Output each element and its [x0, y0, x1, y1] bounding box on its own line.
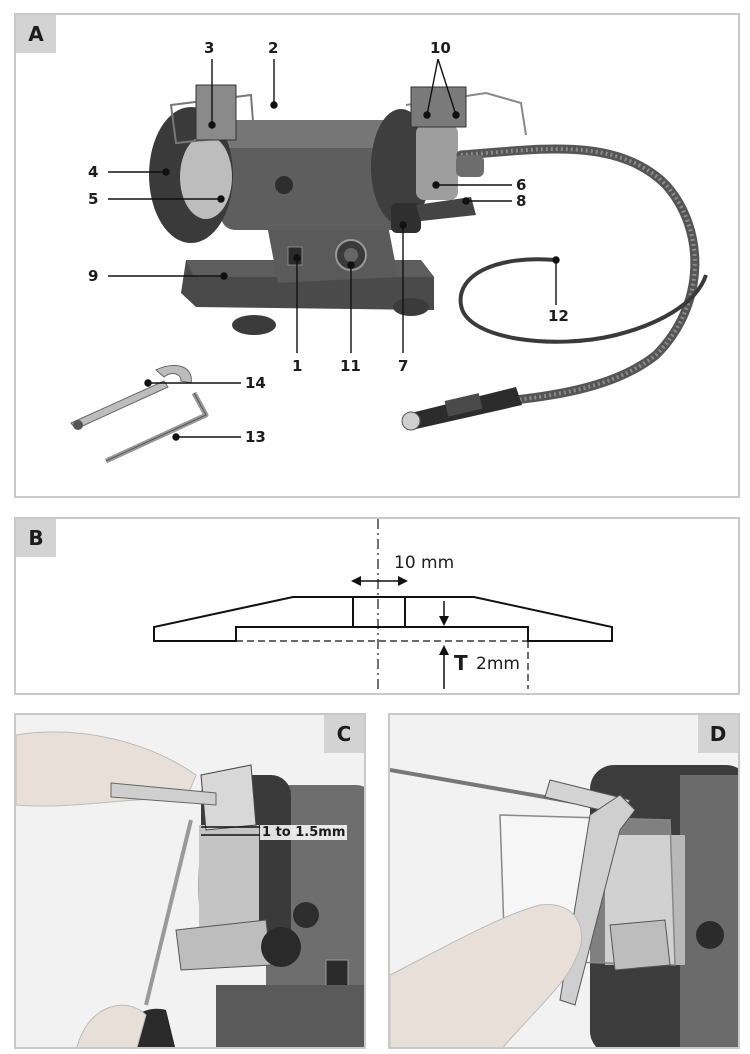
figure-label-b: B: [16, 519, 56, 557]
motor-housing: [680, 775, 738, 1047]
depth-label: 2mm: [476, 654, 520, 674]
pedestal: [266, 215, 398, 283]
tool-rest: [416, 197, 476, 221]
grinder-illustration: [70, 58, 708, 464]
tool-rest: [175, 919, 272, 971]
figure-c-deflector-gap: 1 to 1.5mm C: [14, 713, 366, 1049]
callout-3: 3: [204, 39, 215, 57]
callout-8: 8: [516, 192, 527, 210]
figure-label-d: D: [698, 715, 738, 753]
callout-4: 4: [88, 163, 99, 181]
hand: [76, 1004, 147, 1047]
tool-rest-knob: [391, 203, 421, 233]
callout-14: 14: [245, 374, 266, 392]
callout-7: 7: [398, 357, 409, 375]
right-wheel: [416, 125, 458, 200]
callout-6: 6: [516, 176, 527, 194]
callout-5: 5: [88, 190, 99, 208]
callout-leaders: [108, 58, 560, 441]
callout-13: 13: [245, 428, 266, 446]
width-label: 10 mm: [394, 553, 455, 573]
photo-d: [390, 715, 738, 1047]
spark-deflector: [195, 84, 237, 141]
tool-rest: [609, 919, 671, 971]
wheel-profile: [153, 596, 613, 642]
spark-deflector-right: [410, 86, 467, 128]
flexible-shaft-loop: [458, 257, 708, 344]
screwdriver-shaft: [144, 819, 193, 1006]
figure-label-a: A: [16, 15, 56, 53]
figure-b-wheel-section: B 10 mm T 2mm: [14, 517, 740, 695]
photo-c: [16, 715, 364, 1047]
callout-12: 12: [548, 307, 569, 325]
flexible-shaft-outer: [456, 144, 700, 405]
figure-a-overview: A: [14, 13, 740, 498]
figure-label-c: C: [324, 715, 364, 753]
rubber-foot: [232, 315, 276, 335]
wheel-section-diagram: [153, 519, 613, 693]
hub-bore: [352, 596, 406, 628]
callout-10: 10: [430, 39, 451, 57]
gap-label: 1 to 1.5mm: [260, 825, 348, 840]
spark-deflector: [200, 764, 257, 831]
rubber-foot: [393, 298, 429, 316]
callout-11: 11: [340, 357, 361, 375]
spanner-wrench: [70, 380, 169, 430]
callout-1: 1: [292, 357, 303, 375]
grinding-wheel: [180, 135, 232, 219]
wrench: [110, 782, 217, 806]
handpiece-chuck: [401, 411, 421, 431]
grinding-wheel: [199, 825, 259, 935]
callout-9: 9: [88, 267, 99, 285]
hand: [390, 904, 583, 1047]
figure-d-shield-adjust: D: [388, 713, 740, 1049]
callout-2: 2: [268, 39, 279, 57]
t-symbol: T: [454, 651, 468, 675]
